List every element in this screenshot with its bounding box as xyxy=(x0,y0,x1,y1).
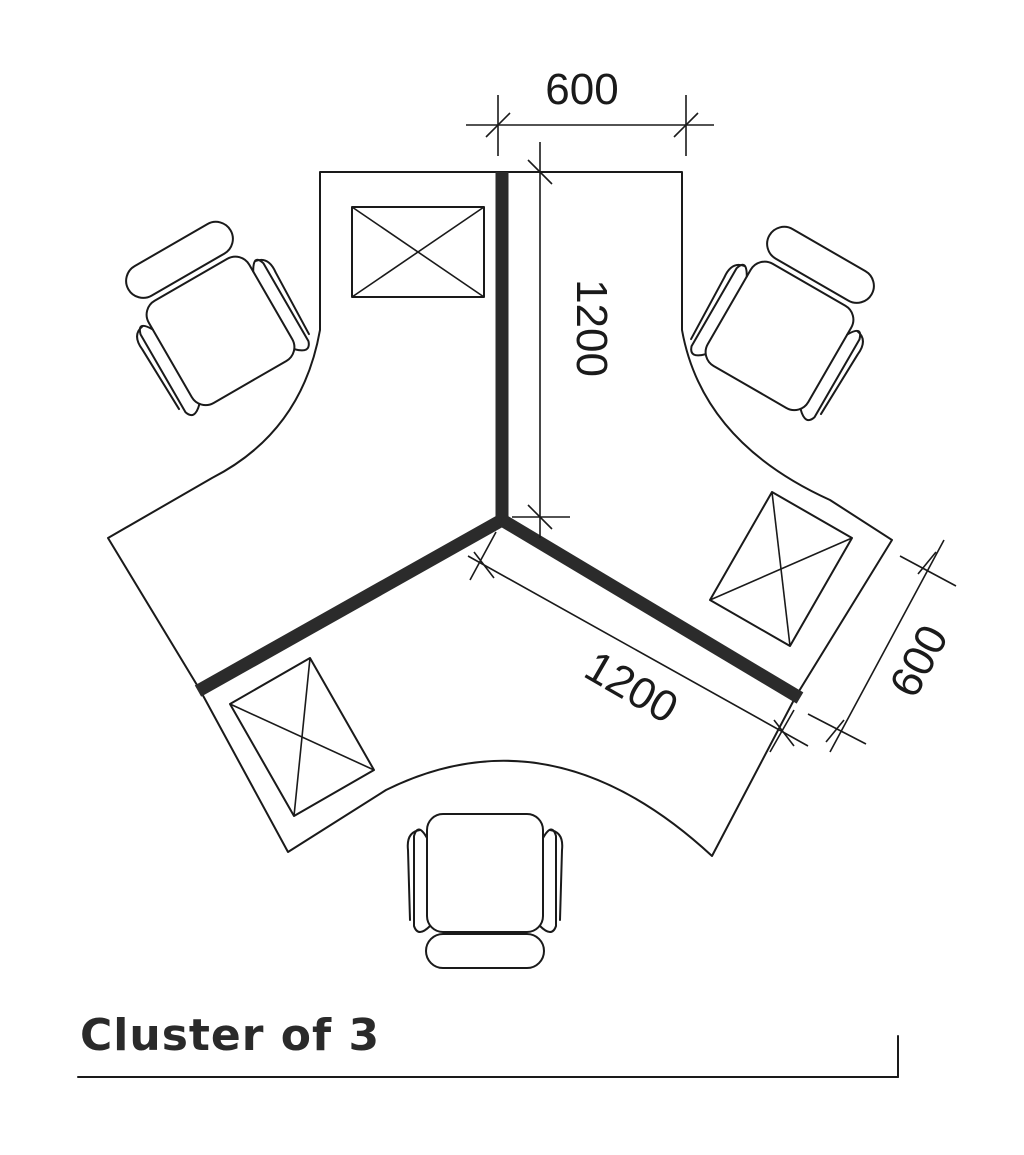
pedestal-right xyxy=(709,491,853,647)
dimension-right-depth: 1200 xyxy=(467,531,809,753)
dimension-label-right-depth: 1200 xyxy=(577,642,686,733)
diagram-title: Cluster of 3 xyxy=(80,1010,380,1061)
dimension-top-depth: 1200 xyxy=(512,142,616,538)
desk-bottom xyxy=(199,519,797,857)
chair-top-right xyxy=(690,225,875,422)
divider-screens xyxy=(194,172,804,704)
chair-bottom xyxy=(406,813,564,969)
desk-top-right xyxy=(501,171,893,697)
dimension-label-top-depth: 1200 xyxy=(567,279,616,377)
pedestal-left xyxy=(229,657,375,817)
desk-top-left xyxy=(107,171,503,691)
chair-top-left xyxy=(125,220,310,417)
dimension-right-width: 600 xyxy=(807,539,958,753)
dimension-label-top-width: 600 xyxy=(545,65,618,114)
caption: Cluster of 3 xyxy=(77,1010,899,1078)
pedestal-top xyxy=(351,206,485,298)
dimension-top-width: 600 xyxy=(466,65,714,156)
dimension-label-right-width: 600 xyxy=(880,617,958,705)
